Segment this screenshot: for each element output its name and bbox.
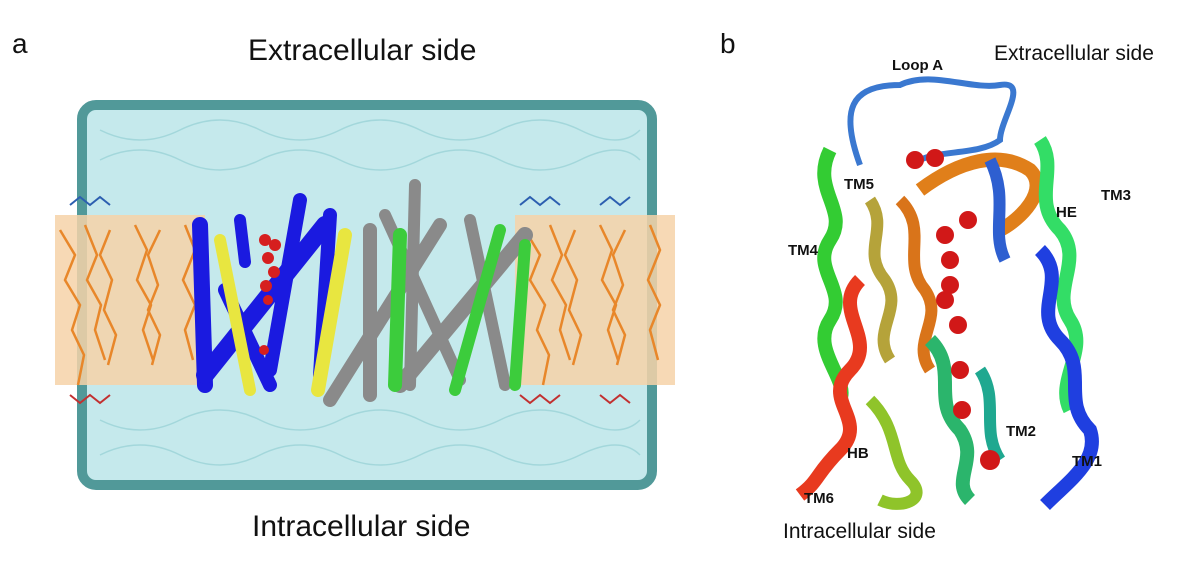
tm1-helix [1034,245,1099,510]
orange-helix [895,195,938,374]
panel-a-intracellular-label: Intracellular side [252,510,471,543]
tm6-helix [795,275,867,501]
teal-helix [974,366,1006,464]
tm4-helix [817,146,849,404]
panel-b-letter: b [720,28,736,59]
hb-helix [865,395,923,510]
label-loop-a: Loop A [892,57,944,74]
tm2-helix [924,335,976,505]
tm5-helix [864,196,898,364]
label-tm3: TM3 [1101,187,1131,204]
lipid-bilayer-right [515,215,675,386]
label-he: HE [1056,204,1077,221]
blue-helix [984,157,1011,263]
water-molecule-chain [906,149,1000,470]
panel-b: b Extracellular side Intracellular side … [700,0,1200,567]
he-helix [915,152,1044,237]
loop-a-ribbon [847,76,1017,167]
panel-a: a Extracellular side Intracellular side [12,28,675,543]
helix-cartoon-image [795,76,1099,510]
label-tm1: TM1 [1072,453,1102,470]
channel-water-molecules [259,234,281,355]
panel-a-extracellular-label: Extracellular side [248,34,477,67]
membrane-simulation-image [55,100,675,490]
label-tm2: TM2 [1006,423,1036,440]
water-texture [99,119,641,466]
label-hb: HB [847,445,869,462]
lipid-bilayer-left [55,215,205,386]
panel-b-extracellular-label: Extracellular side [994,42,1154,65]
lipid-headgroups [69,195,631,405]
panel-b-intracellular-label: Intracellular side [783,520,936,543]
label-tm5: TM5 [844,176,874,193]
label-tm4: TM4 [788,242,818,259]
panel-a-letter: a [12,28,28,59]
protein-helices [192,179,533,407]
label-tm6: TM6 [804,490,834,507]
